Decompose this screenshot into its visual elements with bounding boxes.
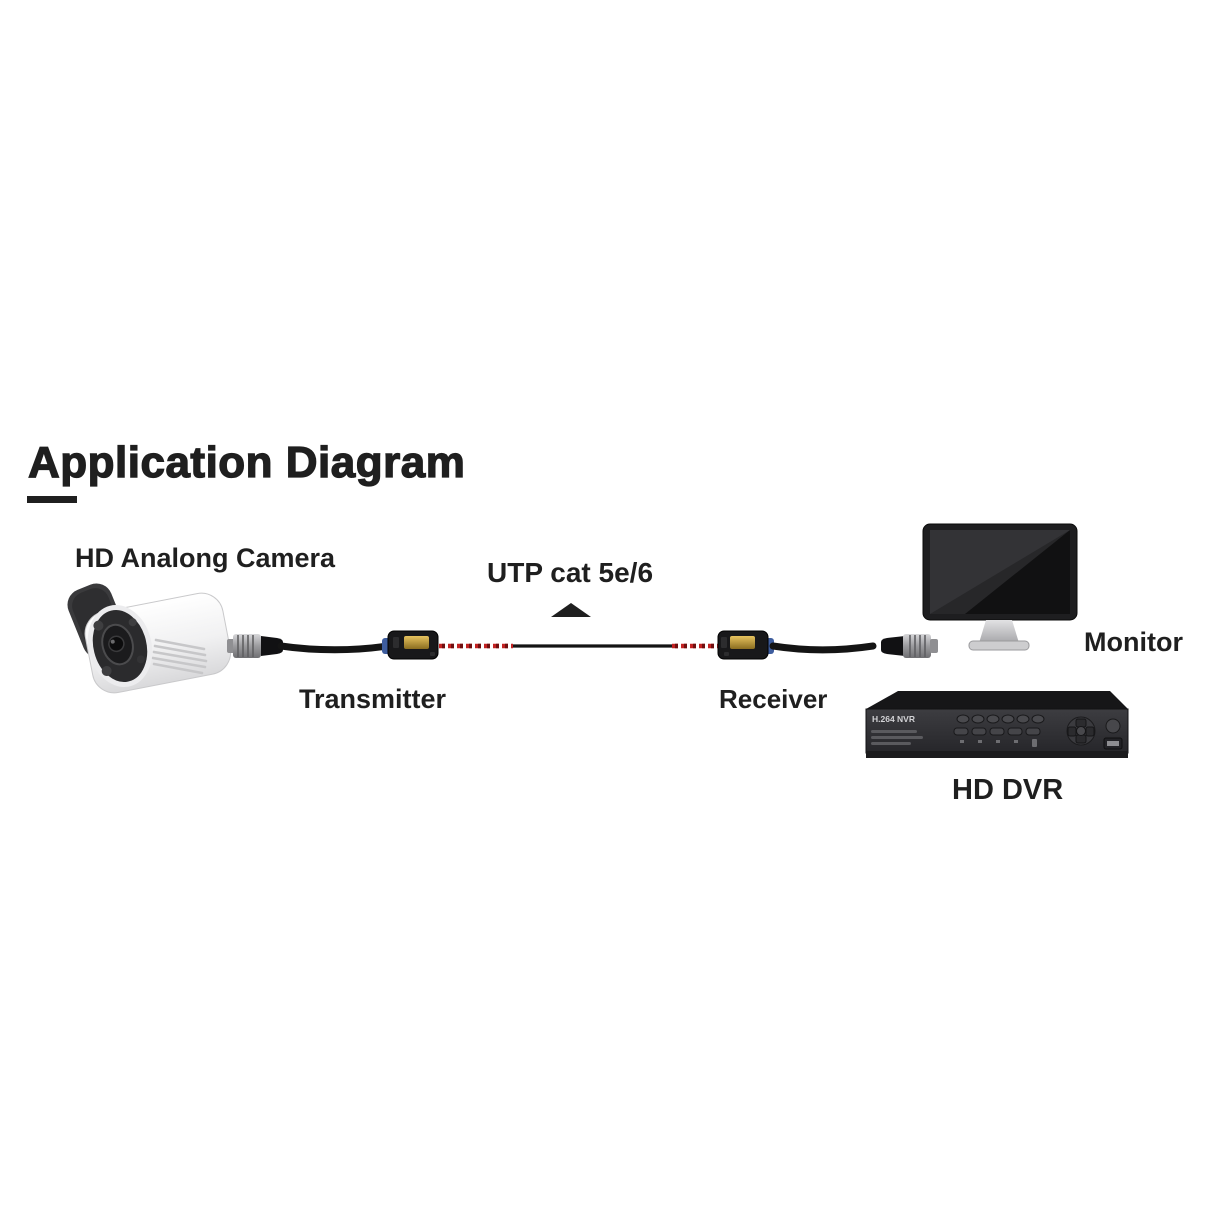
receiver-balun-icon [717, 630, 774, 660]
dvr-dpad [1066, 716, 1096, 746]
dvr-function-buttons [953, 727, 1041, 736]
dvr-label: HD DVR [952, 774, 1064, 806]
receiver-label: Receiver [719, 684, 828, 714]
bnc-connector-left-icon [227, 634, 283, 658]
dvr-panel-text: H.264 NVR [872, 714, 915, 724]
connection-chain [225, 618, 940, 674]
page-title: Application Diagram [27, 438, 466, 487]
dvr-icon: H.264 NVR [865, 691, 1129, 758]
monitor-icon [922, 523, 1078, 651]
bnc-connector-right-icon [881, 634, 938, 658]
dvr-channel-buttons [956, 714, 1045, 724]
transmitter-balun-icon [382, 630, 439, 660]
arrow-up-icon [551, 603, 591, 617]
dvr-power-button [1105, 718, 1121, 734]
camera-graphic [58, 574, 233, 699]
dvr-graphic: H.264 NVR [862, 688, 1134, 763]
cable-run-graphic [227, 630, 938, 660]
camera-label: HD Analong Camera [75, 543, 336, 573]
utp-cable-label: UTP cat 5e/6 [487, 557, 654, 588]
monitor-label: Monitor [1084, 627, 1183, 657]
title-underline [27, 496, 77, 503]
dvr-usb-port [1103, 737, 1123, 750]
bullet-camera-icon [67, 583, 232, 694]
transmitter-label: Transmitter [299, 684, 447, 714]
monitor-graphic [920, 522, 1082, 652]
